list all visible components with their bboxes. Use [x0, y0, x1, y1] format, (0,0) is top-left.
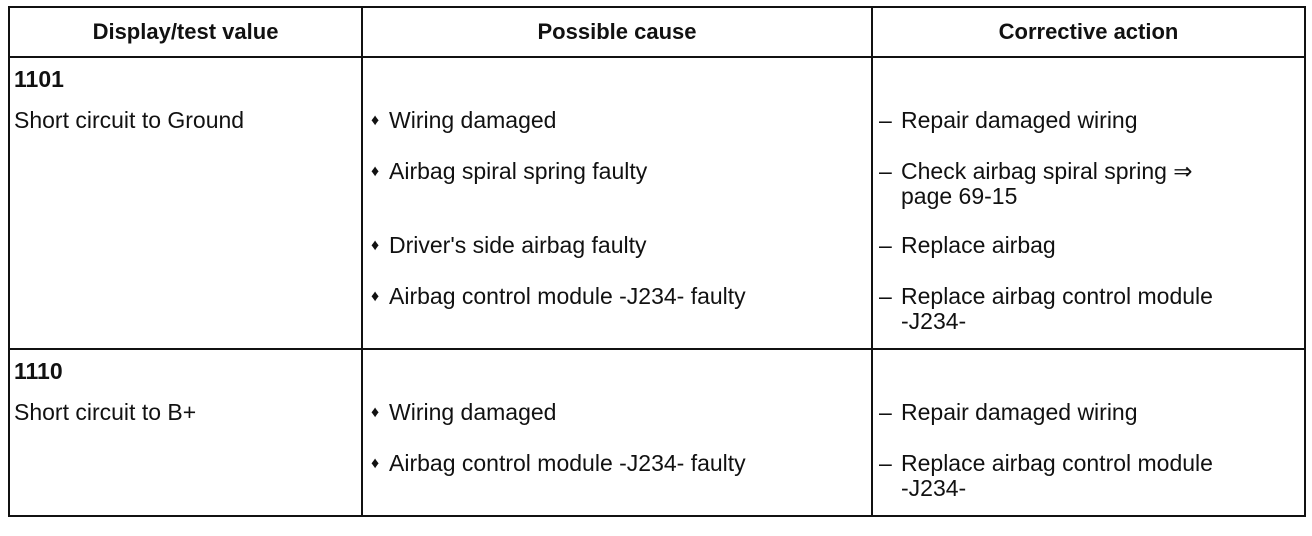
display-cell: Short circuit to Ground — [8, 107, 363, 159]
cause-cell: ♦ Wiring damaged — [361, 399, 873, 451]
component-reference: -J234- — [901, 475, 967, 501]
action-cell: –Check airbag spiral spring ⇒page 69-15 — [871, 158, 1306, 233]
cause-cell: ♦ Airbag control module -J234- faulty — [361, 283, 873, 349]
action-cell: –Replace airbag control module-J234- — [871, 283, 1306, 349]
display-cell: Short circuit to B+ — [8, 399, 363, 451]
action-text: Check airbag spiral spring ⇒ — [901, 158, 1193, 184]
component-reference: -J234- — [901, 308, 967, 334]
action-cell: –Replace airbag control module-J234- — [871, 450, 1306, 517]
dash-icon: – — [879, 283, 892, 309]
action-text: Replace airbag control module — [901, 450, 1213, 476]
table-row: ♦ Airbag control module -J234- faulty –Re… — [8, 450, 1306, 517]
table-row: Short circuit to Ground ♦Wiring damaged … — [8, 107, 1306, 159]
action-cell: –Repair damaged wiring — [871, 107, 1306, 159]
display-cell — [8, 159, 363, 233]
bullet-icon: ♦ — [371, 404, 380, 421]
display-value: Short circuit to Ground — [14, 107, 245, 133]
header-display-test-value: Display/test value — [8, 6, 363, 58]
display-cell — [8, 233, 363, 284]
table-row: Short circuit to B+ ♦ Wiring damaged –Rep… — [8, 399, 1306, 451]
dash-icon: – — [879, 107, 892, 133]
header-possible-cause: Possible cause — [361, 6, 873, 58]
cause-text: Airbag control module -J234- faulty — [389, 283, 746, 309]
display-cell — [8, 451, 363, 517]
cause-text: Airbag control module -J234- faulty — [389, 450, 746, 476]
cause-text: Driver's side airbag faulty — [389, 232, 647, 258]
fault-code: 1110 — [14, 358, 63, 384]
cause-cell: ♦ Airbag spiral spring faulty — [361, 158, 873, 233]
table-row: ♦ Driver's side airbag faulty –Replace ai… — [8, 232, 1306, 284]
action-cell: –Replace airbag — [871, 232, 1306, 284]
bullet-icon: ♦ — [371, 288, 380, 305]
fault-code-row: 1101 — [8, 56, 1306, 108]
action-text: Replace airbag — [901, 232, 1056, 258]
dash-icon: – — [879, 232, 892, 258]
cause-cell: ♦ Wiring damaged — [361, 107, 873, 159]
header-corrective-action: Corrective action — [871, 6, 1306, 58]
bullet-icon: ♦ — [371, 112, 380, 129]
action-cell: –Repair damaged wiring — [871, 399, 1306, 451]
cause-cell: ♦ Airbag control module -J234- faulty — [361, 450, 873, 517]
bullet-icon: ♦ — [371, 237, 380, 254]
table-row: ♦ Airbag control module -J234- faulty –Re… — [8, 283, 1306, 349]
dash-icon: – — [879, 450, 892, 476]
fault-table: Display/test value Possible cause Correc… — [8, 6, 1306, 517]
page-reference-link[interactable]: page 69-15 — [901, 183, 1018, 209]
table-header-row: Display/test value Possible cause Correc… — [8, 6, 1306, 58]
action-text: Repair damaged wiring — [901, 399, 1138, 425]
display-value: Short circuit to B+ — [14, 399, 197, 425]
action-text: Replace airbag control module — [901, 283, 1213, 309]
cause-text: Wiring damaged — [389, 107, 557, 133]
empty-cell — [871, 348, 1306, 400]
fault-code-row: 1110 — [8, 348, 1306, 400]
bullet-icon: ♦ — [371, 163, 380, 180]
table-row: ♦ Airbag spiral spring faulty –Check airb… — [8, 158, 1306, 233]
cause-text: Airbag spiral spring faulty — [389, 158, 648, 184]
display-cell — [8, 284, 363, 349]
empty-cell — [361, 348, 873, 400]
fault-code: 1101 — [14, 66, 64, 92]
empty-cell — [361, 56, 873, 108]
fault-code-cell: 1110 — [8, 348, 363, 400]
cause-cell: ♦ Driver's side airbag faulty — [361, 232, 873, 284]
cause-text: Wiring damaged — [389, 399, 557, 425]
dash-icon: – — [879, 399, 892, 425]
empty-cell — [871, 56, 1306, 108]
fault-code-cell: 1101 — [8, 56, 363, 108]
action-text: Repair damaged wiring — [901, 107, 1138, 133]
bullet-icon: ♦ — [371, 455, 380, 472]
dash-icon: – — [879, 158, 892, 184]
